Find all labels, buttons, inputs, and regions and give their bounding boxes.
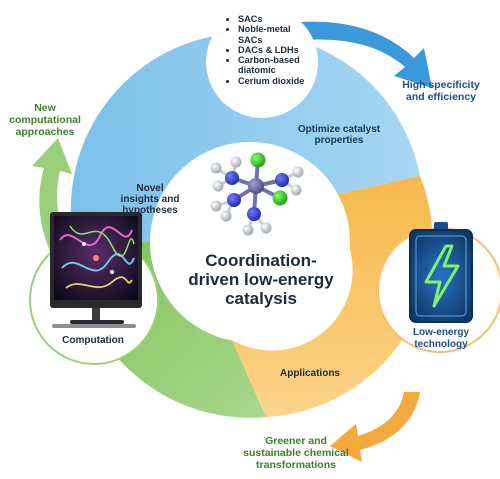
list-item: DACs & LDHs bbox=[238, 45, 316, 55]
sacs-list: SACs Noble-metal SACs DACs & LDHs Carbon… bbox=[226, 14, 316, 86]
label-line: Optimize catalyst bbox=[297, 124, 381, 135]
arrow-blue bbox=[300, 21, 432, 88]
label-line: approaches bbox=[15, 125, 75, 138]
list-item: Carbon-based diatomic bbox=[238, 55, 316, 76]
label-line: technology bbox=[414, 338, 468, 350]
label-applications: Applications bbox=[279, 368, 340, 379]
sacs-bubble bbox=[206, 6, 318, 118]
computer-monitor-icon bbox=[50, 212, 142, 328]
label-low-energy-technology: Low-energy technology bbox=[396, 327, 486, 350]
label-line: hypotheses bbox=[122, 205, 178, 217]
list-item: SACs bbox=[238, 14, 316, 24]
molecule-icon bbox=[210, 152, 304, 236]
arrow-orange bbox=[330, 392, 420, 462]
label-line: New bbox=[34, 102, 56, 114]
label-line: Greener and bbox=[265, 435, 327, 447]
label-line: and efficiency bbox=[405, 90, 477, 103]
label-new-computational: New computational approaches bbox=[0, 102, 90, 138]
label-optimize: Optimize catalyst properties bbox=[294, 124, 384, 146]
list-item: Noble-metal SACs bbox=[238, 24, 316, 45]
center-circle bbox=[150, 142, 350, 342]
label-high-specificity: High specificity and efficiency bbox=[388, 79, 494, 104]
label-line: sustainable chemical bbox=[243, 446, 349, 459]
list-item: Cerium dioxide bbox=[238, 76, 316, 86]
label-line: Novel bbox=[136, 183, 164, 194]
battery-bolt-icon bbox=[409, 222, 473, 323]
arrow-green bbox=[32, 138, 84, 282]
title-line: driven low-energy bbox=[188, 270, 334, 290]
center-title: Coordination- driven low-energy catalysi… bbox=[186, 251, 336, 308]
label-line: properties bbox=[314, 135, 364, 147]
ring-segment-orange bbox=[232, 176, 433, 417]
label-line: computational bbox=[9, 113, 81, 126]
label-line: High specificity bbox=[402, 79, 480, 91]
label-greener: Greener and sustainable chemical transfo… bbox=[226, 435, 366, 471]
label-line: Low-energy bbox=[412, 327, 470, 338]
label-computation: Computation bbox=[62, 335, 124, 346]
title-line: Coordination- bbox=[205, 251, 317, 270]
label-line: insights and bbox=[120, 194, 180, 206]
label-novel-insights: Novel insights and hypotheses bbox=[112, 183, 188, 217]
label-line: transformations bbox=[256, 458, 336, 471]
title-line: catalysis bbox=[225, 289, 297, 309]
